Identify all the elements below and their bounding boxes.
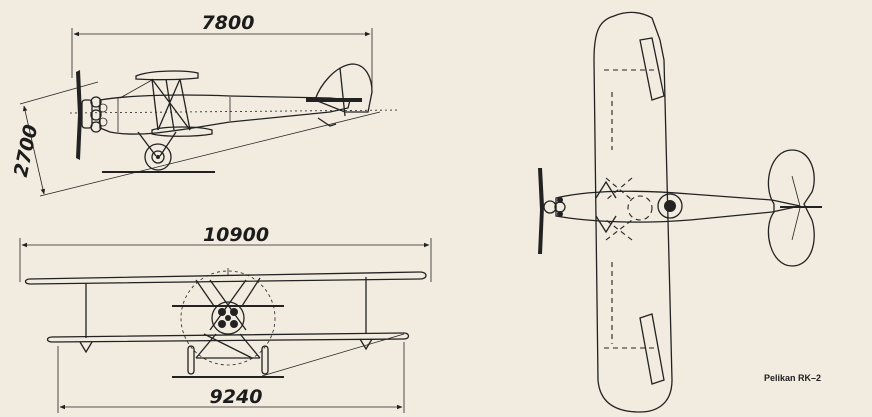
side-tail-fin <box>314 63 373 113</box>
length-label: 7800 <box>202 12 255 34</box>
side-tailskid <box>317 117 337 127</box>
drawing-caption: Pelikan RK–2 <box>764 373 821 383</box>
front-view: 10900 <box>19 224 432 413</box>
lower-span-label: 9240 <box>210 386 263 408</box>
front-landing-gear <box>172 333 284 378</box>
front-propeller-disc <box>180 270 276 366</box>
side-upper-wing <box>135 70 199 81</box>
front-engine <box>172 301 284 335</box>
side-lower-wing <box>151 126 213 137</box>
front-cabane-struts <box>195 277 261 331</box>
top-tailplane <box>767 149 815 267</box>
top-aileron-upper <box>639 37 665 101</box>
side-struts <box>119 78 191 131</box>
upper-span-label: 10900 <box>203 224 269 246</box>
top-wing <box>593 11 673 413</box>
top-aileron-lower <box>639 313 665 385</box>
side-propeller <box>76 70 93 160</box>
top-engine <box>538 168 566 254</box>
top-fuselage <box>555 190 801 223</box>
lower-span-dimension: 9240 <box>57 333 405 413</box>
side-engine <box>90 96 108 133</box>
length-dimension: 7800 <box>71 12 373 88</box>
upper-span-dimension: 10900 <box>19 224 432 282</box>
front-lower-wing <box>46 332 410 343</box>
height-label: 2700 <box>10 123 43 179</box>
front-upper-wing <box>24 271 427 285</box>
side-view: 7800 2700 <box>10 12 401 197</box>
top-view <box>538 11 822 413</box>
top-cockpit <box>657 193 683 219</box>
side-landing-gear <box>102 131 215 173</box>
